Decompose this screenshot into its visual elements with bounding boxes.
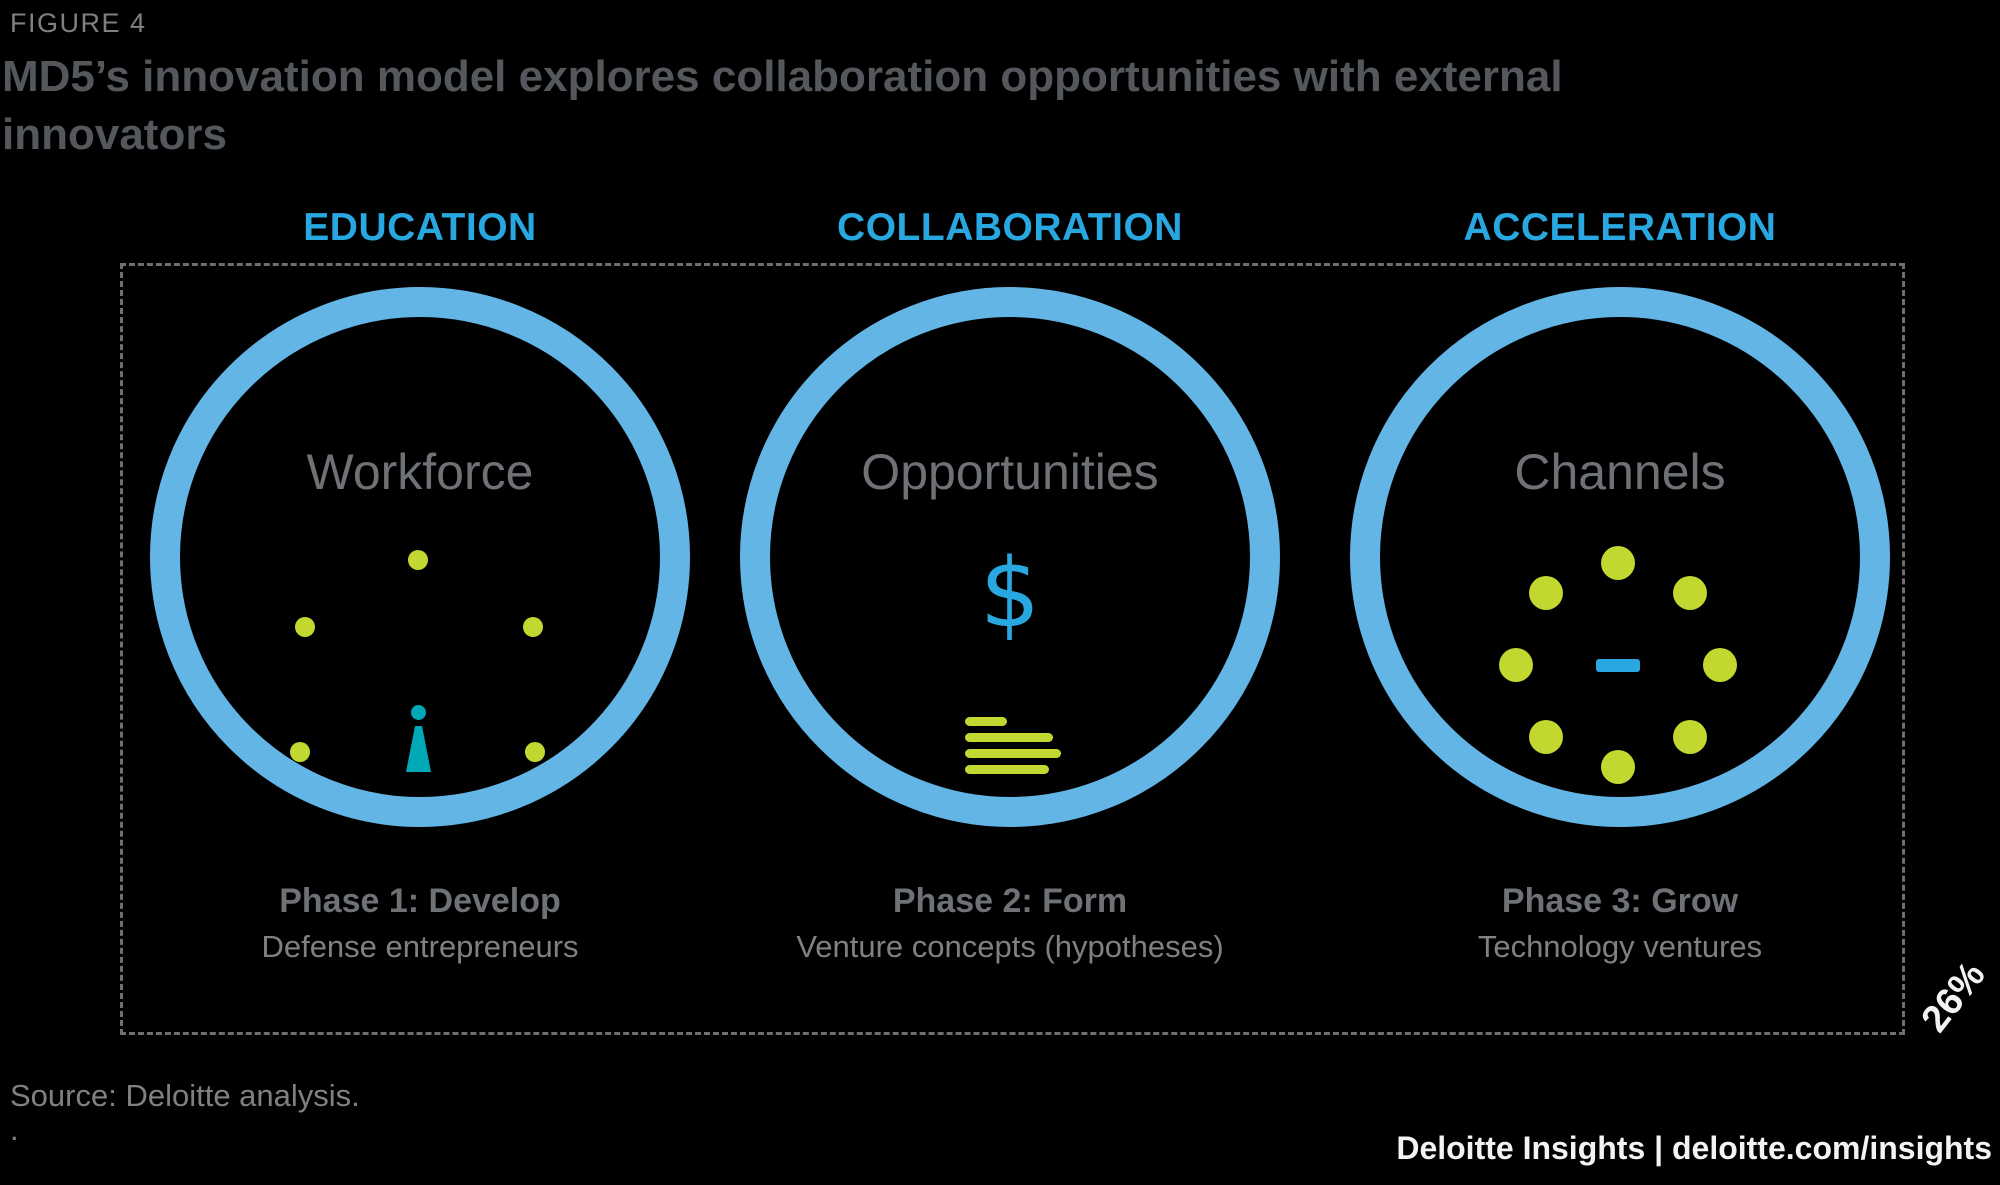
percentage-badge: 26%: [1913, 954, 1994, 1041]
list-line: [965, 765, 1049, 774]
footer-credit: Deloitte Insights | deloitte.com/insight…: [1396, 1130, 1992, 1166]
dollar-icon: $: [979, 539, 1041, 649]
phase-2-subtitle: Venture concepts (hypotheses): [796, 929, 1224, 964]
channels-dot-icon: [1673, 576, 1707, 610]
list-line: [965, 717, 1007, 726]
workforce-dot-icon: [290, 742, 310, 762]
person-head: [411, 705, 426, 720]
channels-dot-icon: [1499, 648, 1533, 682]
channels-dot-icon: [1529, 720, 1563, 754]
workforce-dot-icon: [523, 617, 543, 637]
figure-label: FIGURE 4: [10, 8, 147, 38]
column-header-collaboration: COLLABORATION: [837, 206, 1183, 249]
channels-dot-icon: [1601, 750, 1635, 784]
list-lines-icon: [965, 717, 1075, 779]
phase-1-subtitle: Defense entrepreneurs: [261, 929, 579, 964]
column-header-acceleration: ACCELERATION: [1463, 206, 1777, 249]
list-line: [965, 733, 1053, 742]
workforce-label: Workforce: [306, 444, 534, 500]
source-period: .: [10, 1112, 19, 1147]
channels-dot-icon: [1529, 576, 1563, 610]
channels-dot-icon: [1703, 648, 1737, 682]
column-header-education: EDUCATION: [303, 206, 537, 249]
source-note: Source: Deloitte analysis.: [10, 1078, 360, 1113]
phase-3-title: Phase 3: Grow: [1501, 882, 1739, 920]
workforce-dot-icon: [408, 550, 428, 570]
channels-dot-icon: [1673, 720, 1707, 754]
person-icon: [403, 705, 433, 775]
workforce-dot-icon: [295, 617, 315, 637]
phase-1-block: Phase 1: Develop Defense entrepreneurs: [150, 882, 690, 965]
minus-icon: [1596, 659, 1640, 672]
phases-dashed-box: [120, 263, 1905, 1035]
education-circle: Workforce: [150, 287, 690, 827]
list-line: [965, 749, 1061, 758]
figure-title: MD5’s innovation model explores collabor…: [2, 52, 1563, 160]
channels-label: Channels: [1514, 444, 1726, 500]
person-body: [406, 726, 431, 772]
phase-3-block: Phase 3: Grow Technology ventures: [1350, 882, 1890, 965]
phase-1-title: Phase 1: Develop: [279, 882, 561, 920]
channels-dot-icon: [1601, 546, 1635, 580]
phase-3-subtitle: Technology ventures: [1477, 929, 1763, 964]
phase-2-title: Phase 2: Form: [892, 882, 1128, 920]
collaboration-circle: Opportunities $: [740, 287, 1280, 827]
phase-2-block: Phase 2: Form Venture concepts (hypothes…: [740, 882, 1280, 965]
acceleration-circle: Channels: [1350, 287, 1890, 827]
opportunities-label: Opportunities: [861, 444, 1159, 500]
workforce-dot-icon: [525, 742, 545, 762]
